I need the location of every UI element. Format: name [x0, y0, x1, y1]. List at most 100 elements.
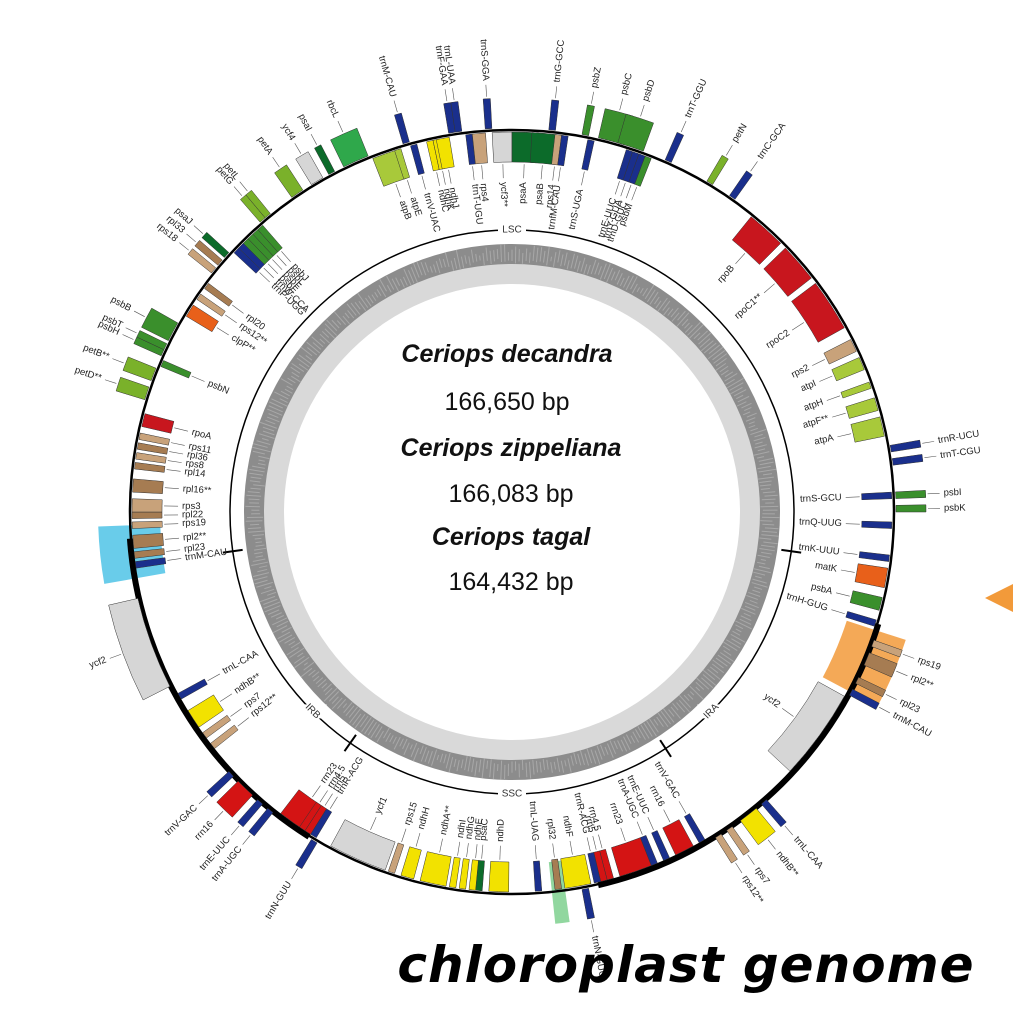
- gc-spike: [604, 746, 609, 755]
- gc-spike: [386, 285, 392, 293]
- gene-leader-line: [763, 283, 775, 294]
- gene-label-14: atpA: [813, 432, 835, 447]
- gc-spike: [378, 284, 387, 298]
- region-boundary-tick: [222, 548, 243, 554]
- gene-label-76: rpl14: [184, 466, 206, 479]
- gc-spike: [307, 347, 318, 356]
- region-boundary-tick: [659, 739, 672, 758]
- gc-spike: [761, 498, 776, 501]
- gene-leader-line: [324, 793, 333, 806]
- gene-leader-line: [680, 120, 687, 133]
- gene-block-116: [482, 98, 493, 130]
- gene-leader-line: [186, 233, 196, 243]
- gene-block-63: [206, 771, 234, 798]
- gc-spike: [297, 652, 304, 658]
- species-name-3: Ceriops tagal: [432, 523, 591, 551]
- gene-leader-line: [619, 98, 624, 111]
- genome-size-2: 166,083 bp: [448, 480, 573, 508]
- gc-spike: [420, 747, 427, 762]
- gc-spike: [656, 716, 664, 727]
- gene-label-117: ycf3**: [498, 182, 510, 207]
- gc-spike: [698, 332, 712, 345]
- gc-spike: [255, 555, 264, 558]
- gc-spike: [597, 266, 602, 275]
- gc-spike: [744, 605, 756, 611]
- gc-spike: [715, 657, 728, 667]
- gc-spike: [567, 758, 572, 773]
- gc-spike: [707, 346, 724, 360]
- gene-label-26: rpl2**: [909, 672, 935, 691]
- gene-leader-line: [193, 225, 204, 234]
- gene-block-3: [617, 113, 654, 152]
- gene-leader-line: [225, 314, 237, 324]
- gc-spike: [739, 618, 752, 625]
- gene-block-11: [831, 357, 865, 382]
- gc-spike: [735, 620, 752, 630]
- gene-block-32: [726, 826, 750, 856]
- gc-spike: [291, 371, 300, 378]
- gc-spike: [552, 252, 557, 267]
- gene-block-15: [889, 439, 922, 453]
- gene-block-42: [581, 887, 595, 920]
- gc-spike: [670, 307, 679, 318]
- gc-spike: [247, 491, 260, 494]
- gc-spike: [749, 599, 758, 604]
- gene-label-72: rps19: [182, 517, 206, 529]
- gc-spike: [707, 668, 721, 680]
- gene-label-103: psaI: [296, 112, 314, 133]
- gc-spike: [754, 444, 767, 449]
- gc-spike: [719, 365, 729, 373]
- gc-spike: [270, 612, 282, 618]
- gc-spike: [486, 760, 489, 769]
- gc-spike: [438, 258, 443, 269]
- gc-spike: [252, 572, 270, 578]
- gc-spike: [763, 541, 778, 545]
- gc-spike: [376, 289, 382, 296]
- gc-spike: [642, 287, 648, 297]
- gc-spike: [525, 248, 528, 261]
- gene-leader-line: [481, 844, 484, 859]
- gene-leader-line: [885, 694, 897, 700]
- gene-leader-line: [272, 259, 283, 270]
- gc-spike: [761, 551, 772, 555]
- gene-label-114: trnT-UGU: [469, 184, 485, 226]
- gc-spike: [748, 424, 756, 429]
- gc-spike: [750, 428, 767, 436]
- gc-spike: [758, 457, 774, 462]
- gc-spike: [723, 641, 738, 652]
- gc-spike: [500, 245, 503, 263]
- gc-spike: [371, 294, 377, 301]
- gc-spike: [722, 645, 731, 651]
- gc-spike: [741, 607, 756, 615]
- gene-label-47: psaC: [478, 818, 491, 841]
- gc-spike: [693, 332, 701, 340]
- gene-leader-line: [735, 862, 743, 874]
- gene-leader-line: [393, 100, 398, 113]
- gc-spike: [251, 561, 269, 567]
- gc-spike: [252, 450, 265, 455]
- gene-label-75: rpl16**: [182, 484, 212, 497]
- gene-leader-line: [370, 817, 377, 831]
- gc-spike: [542, 758, 546, 771]
- gc-spike: [460, 256, 465, 268]
- gene-block-82: [122, 356, 157, 381]
- gc-spike: [354, 301, 361, 310]
- gene-leader-line: [558, 167, 561, 182]
- gene-block-51: [419, 851, 452, 887]
- gene-leader-line: [166, 549, 181, 552]
- gene-block-1: [581, 104, 595, 137]
- region-label-bg: [498, 223, 526, 237]
- gene-block-81: [115, 376, 150, 401]
- gc-spike: [702, 669, 716, 681]
- gc-spike: [528, 252, 531, 263]
- gene-block-12: [840, 381, 872, 399]
- gc-spike: [374, 291, 379, 298]
- gene-leader-line: [112, 358, 124, 364]
- gc-spike: [468, 256, 471, 266]
- gene-label-50: ndhI: [455, 819, 469, 839]
- gc-spike: [375, 726, 383, 738]
- gene-leader-line: [122, 334, 134, 340]
- gene-leader-line: [927, 493, 940, 495]
- gene-leader-line: [581, 171, 585, 186]
